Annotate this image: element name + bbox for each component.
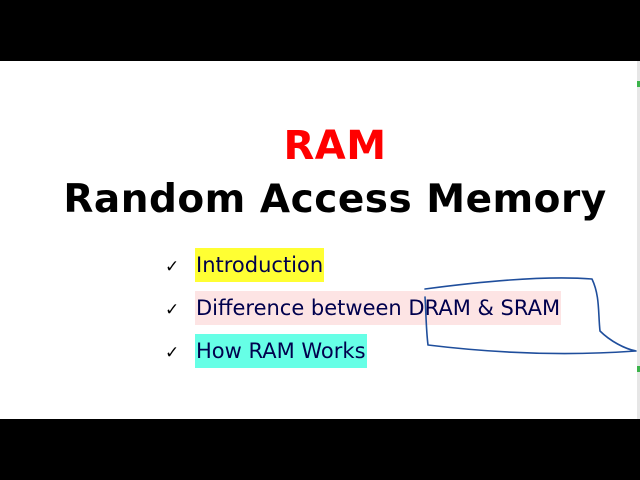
hand-drawn-annotation xyxy=(424,277,637,355)
slide-title-abbreviation: RAM xyxy=(283,123,387,169)
check-icon: ✓ xyxy=(165,257,180,277)
topic-label: How RAM Works xyxy=(195,334,367,368)
check-icon: ✓ xyxy=(165,343,180,363)
slide-canvas: RAM Random Access Memory ✓ Introduction … xyxy=(0,61,640,419)
slide-right-edge xyxy=(637,61,640,419)
edge-marker xyxy=(637,366,640,372)
annotation-stroke xyxy=(424,277,637,355)
slide-title-full: Random Access Memory xyxy=(63,177,607,222)
edge-marker xyxy=(637,81,640,87)
check-icon: ✓ xyxy=(165,300,180,320)
topic-label: Introduction xyxy=(195,248,325,282)
topic-label: Difference between DRAM & SRAM xyxy=(195,291,562,325)
